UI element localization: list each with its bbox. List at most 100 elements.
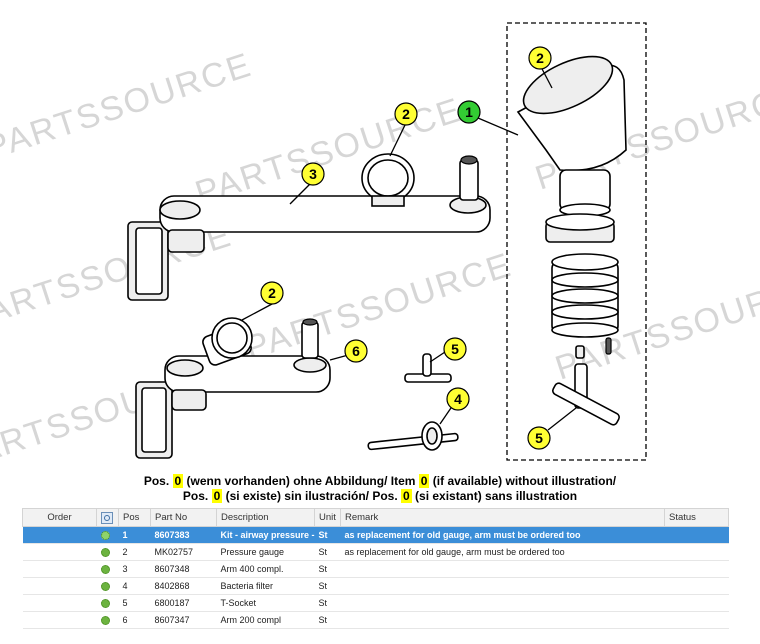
col-unit[interactable]: Unit [314,508,341,527]
status-cell [664,543,729,561]
add-to-cart-gear-icon[interactable] [100,531,110,541]
description-cell: Kit - airway pressure - F [216,526,315,544]
item-zero-highlight: 0 [418,474,430,488]
col-part-no[interactable]: Part No [150,508,217,527]
part-no-cell: 8607348 [150,560,217,578]
callout-6: 6 [344,339,368,363]
svg-text:5: 5 [535,430,543,446]
order-cell [22,543,97,561]
watermark-text: PARTSSOURCE [0,46,257,168]
pos-cell: 5 [118,594,151,612]
callout-2: 2 [394,102,418,126]
svg-text:2: 2 [268,285,276,301]
gauge-holder-bottom [202,317,253,366]
add-to-cart-gear-icon[interactable] [100,582,110,592]
unit-cell: St [314,611,341,629]
add-to-cart-gear-icon[interactable] [100,616,110,626]
pos-cell: 3 [118,560,151,578]
callout-3: 3 [301,162,325,186]
pos-cell: 4 [118,577,151,595]
svg-text:6: 6 [352,343,360,359]
svg-text:3: 3 [309,166,317,182]
callout-1: 1 [457,100,481,124]
t-socket-small [404,353,452,383]
order-cell [22,560,97,578]
pos-cell: 2 [118,543,151,561]
col-pos[interactable]: Pos [118,508,151,527]
status-cell [664,526,729,544]
remark-cell [340,560,665,578]
col-toggle[interactable] [96,508,119,527]
order-icon-cell [96,543,119,561]
caption-text: Pos. [182,489,212,503]
unit-cell: St [314,577,341,595]
svg-text:2: 2 [402,106,410,122]
caption-text: Pos. [143,474,173,488]
order-cell [22,611,97,629]
col-order[interactable]: Order [22,508,97,527]
unit-cell: St [314,526,341,544]
order-cell [22,526,97,544]
order-icon-cell [96,526,119,544]
watermark-text: PARTSSOURCE [191,91,467,213]
order-icon-cell [96,611,119,629]
bacteria-filter [367,421,459,451]
remark-cell [340,611,665,629]
col-status[interactable]: Status [664,508,729,527]
remark-cell [340,577,665,595]
add-to-cart-gear-icon[interactable] [100,565,110,575]
caption-line-1: Pos. 0 (wenn vorhanden) ohne Abbildung/ … [0,474,760,489]
add-to-cart-gear-icon[interactable] [100,548,110,558]
description-cell: Bacteria filter [216,577,315,595]
callout-2: 2 [260,281,284,305]
illustration-caption: Pos. 0 (wenn vorhanden) ohne Abbildung/ … [0,474,760,504]
pos-cell: 1 [118,526,151,544]
unit-cell: St [314,543,341,561]
arm-400-drawing [127,155,491,301]
unit-cell: St [314,594,341,612]
description-cell: Arm 400 compl. [216,560,315,578]
gauge-holder-top [361,153,415,207]
status-cell [664,611,729,629]
col-remark[interactable]: Remark [340,508,665,527]
remark-cell: as replacement for old gauge, arm must b… [340,543,665,561]
callout-5: 5 [527,426,551,450]
order-cell [22,594,97,612]
description-cell: T-Socket [216,594,315,612]
svg-text:5: 5 [451,341,459,357]
description-cell: Arm 200 compl [216,611,315,629]
caption-line-2: Pos. 0 (si existe) sin ilustración/ Pos.… [0,489,760,504]
order-icon-cell [96,577,119,595]
svg-text:2: 2 [536,50,544,66]
caption-text: (if available) without illustration/ [429,474,617,488]
pos-cell: 6 [118,611,151,629]
part-no-cell: MK02757 [150,543,217,561]
part-no-cell: 6800187 [150,594,217,612]
order-icon-cell [96,594,119,612]
part-no-cell: 8402868 [150,577,217,595]
item-zero-highlight: 0 [401,489,412,503]
arm-200-drawing [135,318,331,459]
column-chooser-icon[interactable] [101,511,113,524]
add-to-cart-gear-icon[interactable] [100,599,110,609]
item-zero-highlight: 0 [172,474,184,488]
svg-text:4: 4 [454,391,462,407]
caption-text: (si existe) sin ilustración/ Pos. [222,489,402,503]
order-cell [22,577,97,595]
table-header-row: Order Pos Part No Description Unit Remar… [22,508,729,527]
unit-cell: St [314,560,341,578]
col-description[interactable]: Description [216,508,315,527]
caption-text: (wenn vorhanden) ohne Abbildung/ Item [183,474,419,488]
watermark-text: PARTSSOURCE [241,246,517,368]
description-cell: Pressure gauge [216,543,315,561]
item-zero-highlight: 0 [211,489,223,503]
svg-text:1: 1 [465,104,473,120]
part-no-cell: 8607383 [150,526,217,544]
parts-illustration: PARTSSOURCE PARTSSOURCE PARTSSOURCE PART… [0,22,760,472]
